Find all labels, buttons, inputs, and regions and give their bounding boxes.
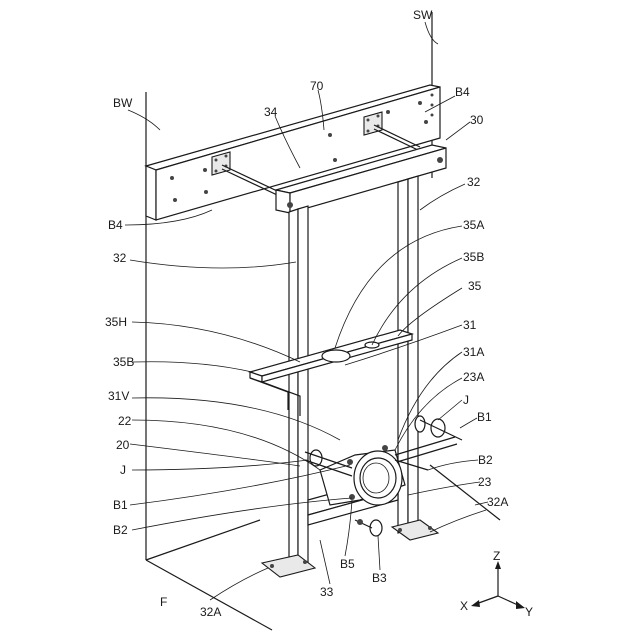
label-32-right: 32 — [467, 175, 481, 189]
label-b3: B3 — [372, 571, 387, 585]
label-70: 70 — [310, 79, 324, 93]
label-b1-right: B1 — [477, 410, 492, 424]
bolt-b3 — [355, 519, 382, 536]
shelf-plate — [250, 330, 412, 416]
label-32a-right: 32A — [487, 495, 508, 509]
label-35b-left: 35B — [113, 355, 134, 369]
label-31: 31 — [463, 318, 477, 332]
label-35: 35 — [468, 279, 482, 293]
label-bw: BW — [113, 96, 133, 110]
label-35a: 35A — [463, 218, 484, 232]
label-32a-bottom: 32A — [200, 605, 221, 619]
label-f: F — [160, 595, 167, 609]
label-23: 23 — [478, 475, 492, 489]
axis-indicator: Z X Y — [460, 549, 533, 619]
label-b2-left: B2 — [113, 523, 128, 537]
drain-coupling — [320, 445, 405, 505]
label-j-left: J — [120, 463, 126, 477]
x-axis-label: X — [460, 599, 468, 613]
z-axis-label: Z — [493, 549, 500, 563]
label-sw: SW — [413, 8, 433, 22]
label-b5: B5 — [340, 557, 355, 571]
label-b4-left: B4 — [108, 218, 123, 232]
label-30: 30 — [470, 113, 484, 127]
label-22: 22 — [118, 414, 132, 428]
label-20: 20 — [116, 438, 130, 452]
label-33: 33 — [320, 585, 334, 599]
label-j-right: J — [463, 393, 469, 407]
label-34: 34 — [264, 105, 278, 119]
wall-lines — [146, 12, 500, 630]
label-31v: 31V — [108, 389, 129, 403]
label-b1-left: B1 — [113, 498, 128, 512]
y-axis-label: Y — [525, 605, 533, 619]
label-b2-right: B2 — [478, 453, 493, 467]
label-35h: 35H — [105, 315, 127, 329]
left-post — [289, 206, 308, 573]
label-23a: 23A — [463, 370, 484, 384]
label-32-left: 32 — [113, 251, 127, 265]
label-35b-right: 35B — [463, 250, 484, 264]
label-31a: 31A — [463, 345, 484, 359]
label-b4-top: B4 — [455, 85, 470, 99]
